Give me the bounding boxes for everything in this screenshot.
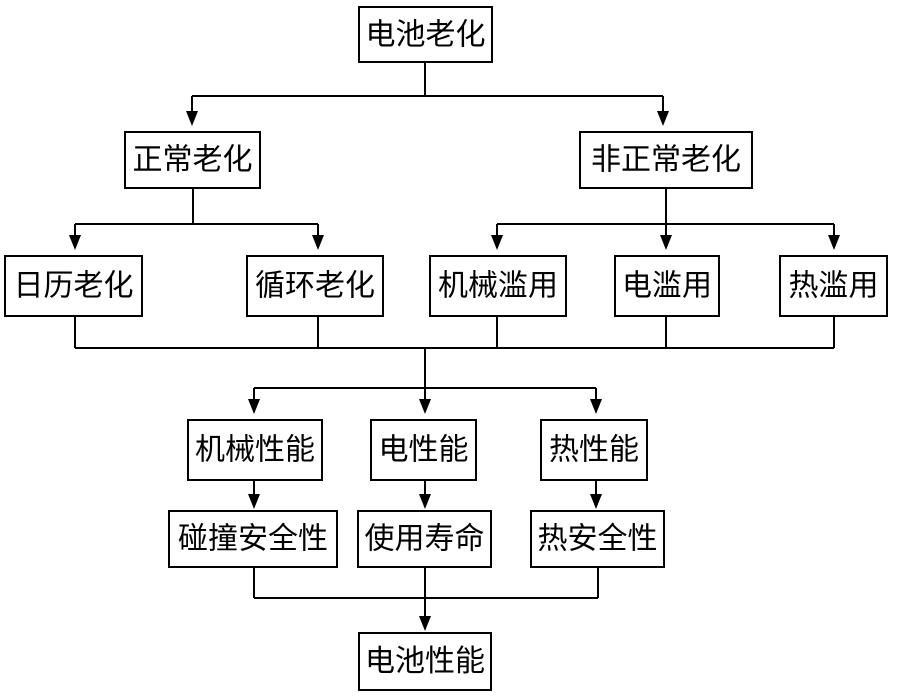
node-battery-performance: 电池性能 (358, 632, 492, 691)
arrowhead-thermal-performance (590, 399, 602, 414)
connector-mechanism-merge (74, 316, 835, 349)
connector-abnormal-split (496, 188, 835, 242)
node-electrical-performance: 电性能 (370, 419, 477, 481)
arrowhead-battery-performance (419, 616, 431, 631)
arrowheads (69, 111, 840, 631)
arrowhead-calendar-aging (69, 235, 81, 250)
node-service-life-label: 使用寿命 (365, 522, 485, 557)
node-crash-safety-label: 碰撞安全性 (178, 522, 328, 557)
node-service-life: 使用寿命 (357, 510, 492, 568)
connector-outcome-merge (253, 567, 599, 616)
arrowhead-mechanical-performance (248, 399, 260, 414)
node-abnormal-aging: 非正常老化 (579, 131, 753, 189)
connector-performance-split (253, 348, 597, 406)
node-mechanical-performance: 机械性能 (187, 419, 323, 481)
node-normal-aging-label: 正常老化 (133, 143, 253, 178)
node-thermal-safety-label: 热安全性 (538, 522, 658, 557)
node-thermal-performance-label: 热性能 (549, 433, 639, 468)
node-cycle-aging: 循环老化 (246, 255, 384, 317)
node-mechanical-abuse-label: 机械滥用 (438, 269, 558, 304)
node-calendar-aging: 日历老化 (4, 255, 143, 317)
connector-aging-split (191, 62, 664, 118)
node-calendar-aging-label: 日历老化 (14, 269, 134, 304)
arrowhead-thermal-abuse (828, 235, 840, 250)
arrowhead-mechanical-abuse (491, 235, 503, 250)
node-cycle-aging-label: 循环老化 (255, 269, 375, 304)
arrowhead-thermal-safety (590, 494, 602, 509)
node-electrical-abuse: 电滥用 (614, 255, 720, 317)
node-abnormal-aging-label: 非正常老化 (591, 143, 741, 178)
node-battery-aging: 电池老化 (358, 6, 493, 63)
arrowhead-service-life (419, 494, 431, 509)
node-electrical-abuse-label: 电滥用 (622, 269, 712, 304)
node-electrical-performance-label: 电性能 (379, 433, 469, 468)
arrowhead-electrical-performance (419, 399, 431, 414)
node-thermal-safety: 热安全性 (530, 510, 665, 568)
node-battery-performance-label: 电池性能 (365, 644, 485, 679)
node-mechanical-abuse: 机械滥用 (429, 255, 567, 317)
node-normal-aging: 正常老化 (124, 131, 261, 189)
connectors (74, 62, 835, 616)
node-mechanical-performance-label: 机械性能 (195, 433, 315, 468)
node-thermal-abuse: 热滥用 (779, 255, 888, 317)
arrowhead-electrical-abuse (660, 235, 672, 250)
connector-normal-split (74, 188, 319, 242)
arrowhead-abnormal-aging (657, 111, 669, 126)
node-crash-safety: 碰撞安全性 (168, 510, 338, 568)
connector-performance-outcomes (253, 480, 597, 494)
arrowhead-cycle-aging (312, 235, 324, 250)
arrowhead-normal-aging (186, 111, 198, 126)
node-thermal-performance: 热性能 (540, 419, 648, 481)
arrowhead-crash-safety (248, 494, 260, 509)
node-battery-aging-label: 电池老化 (366, 18, 486, 53)
node-thermal-abuse-label: 热滥用 (789, 269, 879, 304)
